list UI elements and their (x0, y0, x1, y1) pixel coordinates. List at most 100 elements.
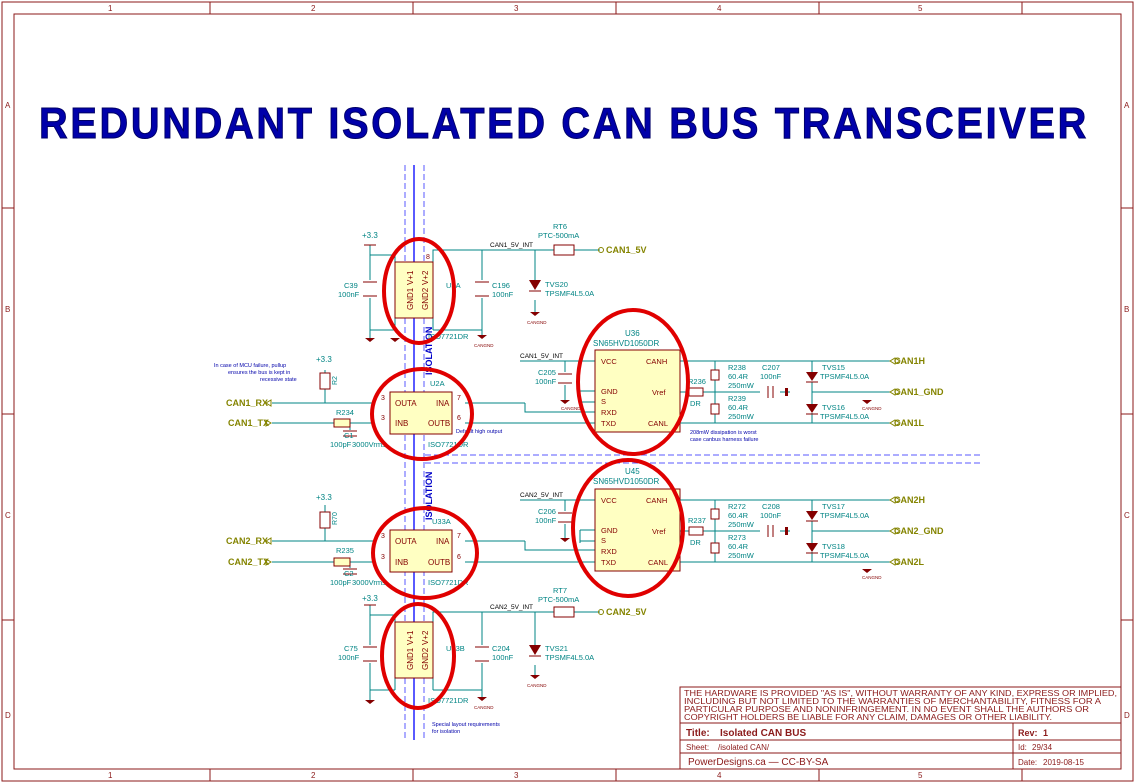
disclaimer-line: THE HARDWARE IS PROVIDED "AS IS", WITHOU… (684, 689, 1117, 698)
cap-value: 100nF (338, 653, 360, 662)
port-can2-gnd[interactable]: CAN2_GND (889, 526, 944, 536)
cap-value: 100nF (535, 377, 557, 386)
pin-label: S (601, 397, 606, 406)
net-label: CAN2_5V_INT (490, 604, 533, 611)
power-port-can2-5v[interactable]: CAN2_5V (598, 607, 647, 617)
port-label: CAN2_TX (228, 557, 269, 567)
ptc-value: PTC-500mA (538, 595, 579, 604)
pin-label: Vref (652, 527, 666, 536)
port-can1-tx[interactable]: CAN1_TX (228, 418, 272, 428)
cap-ref: C2 (344, 569, 354, 578)
part-ref: U33A (432, 517, 451, 526)
pin-label: OUTB (428, 558, 450, 567)
part-value: ISO7721DR (428, 332, 469, 341)
frame-labels: 1 2 3 4 5 1 2 3 4 5 A B C D A B C D (5, 4, 1130, 780)
iso-power-lower: GND1 V+1 GND2 V+2 +3.3 C75 100nF U33B IS… (338, 586, 600, 710)
part-value: ISO7721DR (428, 578, 469, 587)
col-label: 3 (514, 4, 519, 13)
cap-ref: C204 (492, 644, 510, 653)
pin-number: 3 (381, 554, 385, 561)
port-label: CAN2_RX (226, 536, 268, 546)
pin-label: CANL (648, 419, 668, 428)
highlight-ellipse (571, 458, 685, 598)
sheet-value: /isolated CAN/ (718, 743, 770, 752)
part-ref: U36 (625, 329, 640, 338)
isolator-channel-2: OUTA INB INA OUTB 3 3 7 6 U33A ISO7721DR… (272, 493, 595, 587)
cap-value: 100nF (760, 372, 782, 381)
rev-label: Rev: (1018, 728, 1038, 738)
port-can2-rx[interactable]: CAN2_RX (226, 536, 272, 546)
port-can1l[interactable]: CAN1L (889, 418, 925, 428)
port-label: CAN1L (894, 418, 925, 428)
resistor-value: 60.4R (728, 511, 749, 520)
pin-label: GND1 (406, 647, 415, 670)
port-can2l[interactable]: CAN2L (889, 557, 925, 567)
date-value: 2019-08-15 (1043, 758, 1084, 767)
resistor-power: 250mW (728, 551, 755, 560)
pin-label: INA (436, 399, 450, 408)
resistor-power: 250mW (728, 520, 755, 529)
power-label: +3.3 (316, 493, 332, 502)
pin-label: OUTA (395, 399, 417, 408)
part-value: ISO7721DR (428, 696, 469, 705)
pin-label: CANH (646, 496, 667, 505)
resistor-dr: DR (690, 538, 701, 547)
col-label: 2 (311, 4, 316, 13)
id-value: 29/34 (1032, 743, 1053, 752)
row-label: A (5, 101, 11, 110)
pin-label: CANH (646, 357, 667, 366)
title-block: THE HARDWARE IS PROVIDED "AS IS", WITHOU… (679, 686, 1122, 770)
company-value: PowerDesigns.ca — CC-BY-SA (688, 757, 829, 768)
row-label: D (5, 711, 11, 720)
port-can2-tx[interactable]: CAN2_TX (228, 557, 272, 567)
port-label: CAN1_RX (226, 398, 268, 408)
port-can2h[interactable]: CAN2H (889, 495, 925, 505)
power-port-can1-5v[interactable]: CAN1_5V (598, 245, 647, 255)
title-value: Isolated CAN BUS (720, 728, 806, 739)
cap-rating: 3000Vrms (352, 440, 386, 449)
row-label: D (1124, 711, 1130, 720)
cap-value: 100nF (760, 511, 782, 520)
tvs-value: TPSMF4L5.0A (820, 551, 869, 560)
isolation-label: ISOLATION (424, 327, 434, 375)
cap-value: 100pF (330, 440, 352, 449)
highlight-ellipse (371, 506, 479, 600)
pin-label: INB (395, 419, 408, 428)
ptc-ref: RT6 (553, 222, 567, 231)
cap-ref: C75 (344, 644, 358, 653)
gnd-label: CANGND (527, 320, 547, 325)
pin-label: VCC (601, 357, 617, 366)
port-can1-rx[interactable]: CAN1_RX (226, 398, 272, 408)
pin-number: 7 (457, 533, 461, 540)
ptc-ref: RT7 (553, 586, 567, 595)
part-value: ISO7721DR (428, 440, 469, 449)
resistor-ref: R237 (688, 516, 706, 525)
port-can1h[interactable]: CAN1H (889, 356, 925, 366)
cap-ref: C207 (762, 363, 780, 372)
highlight-ellipse (380, 602, 456, 710)
date-label: Date: (1018, 758, 1037, 767)
cap-value: 100nF (535, 516, 557, 525)
row-label: C (1124, 511, 1130, 520)
pin-label: CANL (648, 558, 668, 567)
tvs-ref: TVS20 (545, 280, 568, 289)
tvs-value: TPSMF4L5.0A (820, 511, 869, 520)
port-label: CAN1_5V (606, 245, 647, 255)
col-label: 2 (311, 771, 316, 780)
port-label: CAN2_5V (606, 607, 647, 617)
power-label: +3.3 (362, 594, 378, 603)
resistor-ref: R236 (688, 377, 706, 386)
gnd-label: CANGND (862, 575, 882, 580)
gnd-label: CANGND (862, 406, 882, 411)
gnd-label: CANGND (474, 705, 494, 710)
cap-ref: C205 (538, 368, 556, 377)
pin-label: V+1 (406, 630, 415, 645)
net-label: CAN1_5V_INT (520, 353, 563, 360)
highlight-ellipses (370, 237, 690, 710)
pin-number: 3 (381, 533, 385, 540)
gnd-label: CANGND (561, 406, 581, 411)
port-can1-gnd[interactable]: CAN1_GND (889, 387, 944, 397)
pin-label: VCC (601, 496, 617, 505)
pin-label: Vref (652, 388, 666, 397)
port-label: CAN2_GND (894, 526, 944, 536)
